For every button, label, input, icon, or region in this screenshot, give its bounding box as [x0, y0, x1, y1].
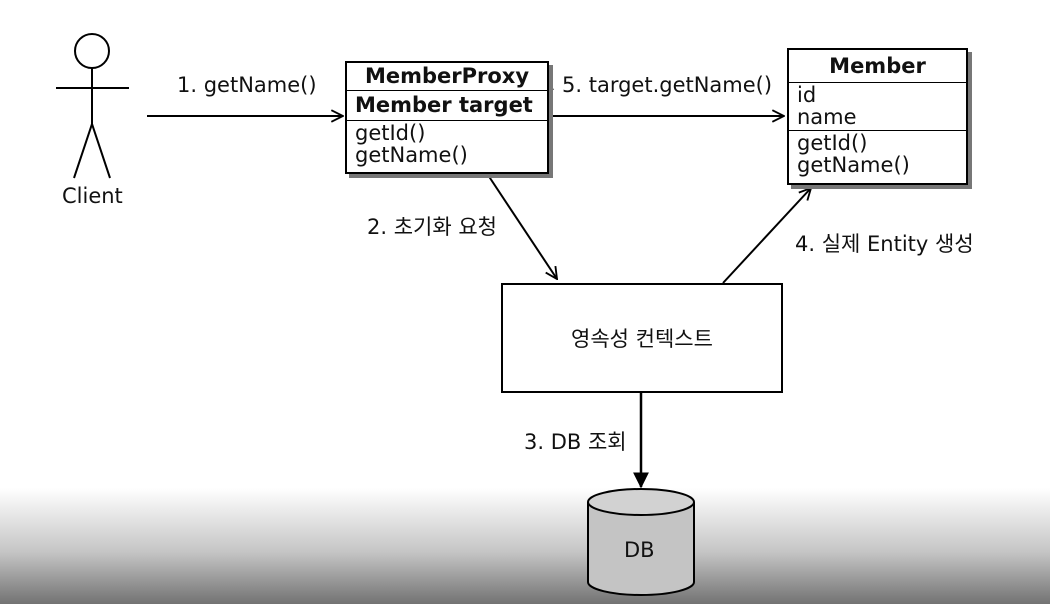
client-label: Client: [62, 184, 123, 208]
member-field-name: name: [797, 105, 857, 129]
client-actor-icon: [56, 33, 129, 179]
db-label: DB: [624, 538, 655, 562]
step5-label: 5. target.getName(): [562, 73, 773, 97]
member-class-box: Member id name getId() getName(): [787, 48, 968, 185]
persistence-context-box: 영속성 컨텍스트: [501, 283, 783, 393]
member-proxy-field: Member target: [347, 91, 547, 121]
member-class-title: Member: [789, 50, 966, 83]
member-proxy-method-getname: getName(): [355, 143, 468, 167]
arrow-step2: [487, 174, 557, 279]
member-proxy-method-getid: getId(): [355, 121, 426, 145]
persistence-context-label: 영속성 컨텍스트: [571, 327, 713, 351]
step1-label: 1. getName(): [177, 73, 317, 97]
step3-label: 3. DB 조회: [524, 430, 627, 454]
step4-label: 4. 실제 Entity 생성: [795, 232, 974, 256]
actor-head: [74, 33, 110, 69]
db-cylinder-body: [587, 502, 695, 596]
member-proxy-class-box: MemberProxy Member target getId() getNam…: [345, 61, 549, 174]
member-class-methods: getId() getName(): [789, 131, 966, 178]
bottom-shade: [0, 488, 1050, 604]
member-proxy-title: MemberProxy: [347, 63, 547, 91]
member-class-fields: id name: [789, 83, 966, 131]
member-method-getid: getId(): [797, 131, 868, 155]
step2-label: 2. 초기화 요청: [367, 215, 497, 239]
db-cylinder-top: [587, 488, 695, 516]
arrow-step4: [722, 188, 811, 284]
actor-left-leg: [73, 123, 93, 179]
member-proxy-methods: getId() getName(): [347, 121, 547, 168]
member-method-getname: getName(): [797, 153, 910, 177]
member-field-id: id: [797, 83, 817, 107]
actor-right-leg: [91, 123, 111, 179]
db-cylinder-icon: [587, 488, 695, 596]
